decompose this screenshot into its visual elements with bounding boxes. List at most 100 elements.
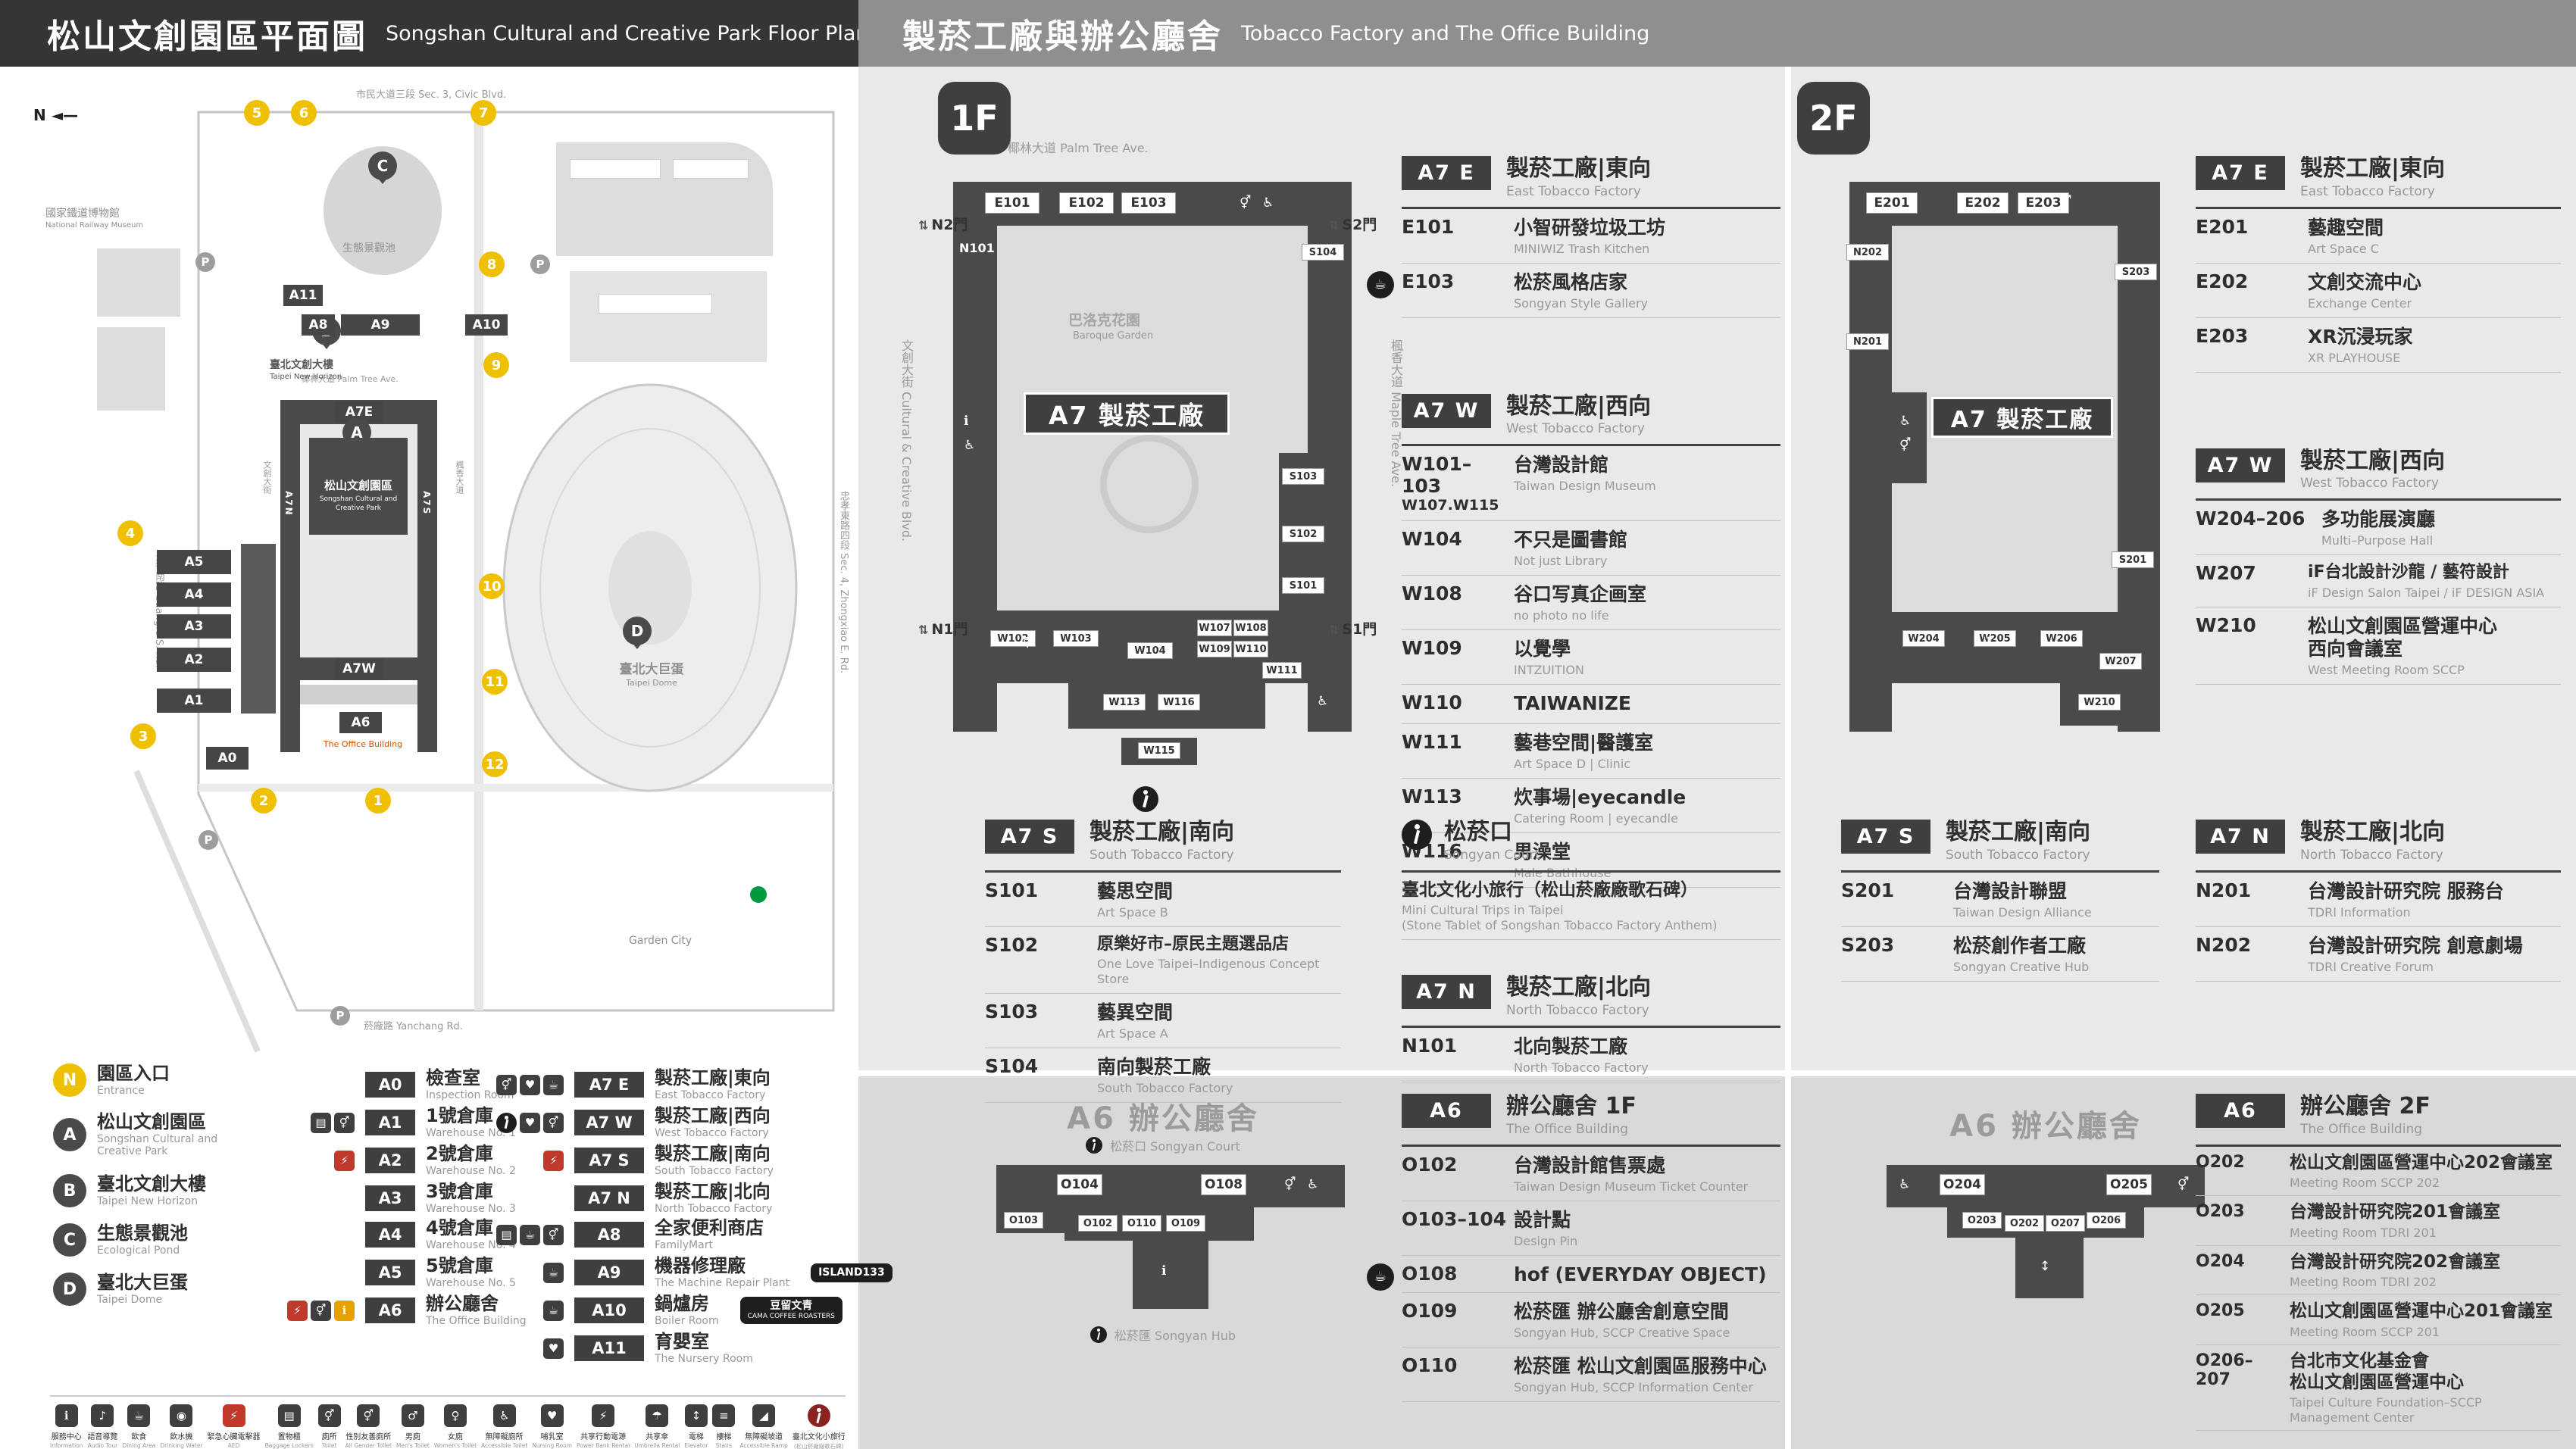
room-name-zh: 以覺學	[1514, 637, 1571, 660]
map-box-a9: A9	[341, 314, 420, 336]
accessible-icon: ♿	[1899, 1177, 1911, 1192]
dining-icon: ☕	[543, 1300, 564, 1321]
room-label-o206: O206	[2087, 1212, 2126, 1229]
gate-s1: ⇅S1門	[1329, 621, 1377, 638]
room-label-o203: O203	[1962, 1212, 2002, 1229]
lockers-icon: ▤	[311, 1112, 331, 1133]
room-name-en: West Meeting Room SCCP	[2308, 662, 2465, 677]
room-name-en: South Tobacco Factory	[1097, 1080, 1233, 1095]
room-label-e102: E102	[1059, 192, 1114, 214]
room-name-en: Songyan Creative Hub	[1953, 959, 2090, 974]
key-a7s: A7 S	[574, 1148, 644, 1174]
gate-arrows-icon: ⇅	[918, 623, 929, 637]
header-right: 製菸工廠與辦公廳舍 Tobacco Factory and The Office…	[858, 0, 2576, 67]
court-item-en: Mini Cultural Trips in Taipei(Stone Tabl…	[1402, 903, 1718, 933]
key-a0: A0	[365, 1072, 415, 1098]
listing-1f-east-west: A7 E 製菸工廠|東向 East Tobacco Factory E101 小…	[1367, 156, 1780, 888]
room-name-en: Art Space B	[1097, 904, 1168, 920]
pin-d: D	[623, 617, 652, 649]
key-a5: A5	[365, 1260, 415, 1286]
plan1-street-left: 文創大街 Cultural & Creative Blvd.	[899, 339, 914, 542]
section-a7s-1f: A7 S 製菸工廠|南向 South Tobacco Factory S101 …	[985, 820, 1341, 1103]
room-code: O103–104	[1402, 1207, 1507, 1230]
room-code: S104	[985, 1054, 1039, 1077]
court-item-zh: 臺北文化小旅行（松山菸廠廠歌石碑）	[1402, 879, 1698, 900]
room-label-w204: W204	[1902, 630, 1945, 647]
a-core-block	[309, 438, 408, 535]
room-label-w116: W116	[1158, 694, 1200, 710]
room-code: W204–206	[2196, 507, 2306, 530]
a7-factory-label-1f: A7 製菸工廠	[1024, 392, 1230, 435]
room-name-en: Art Space C	[2308, 241, 2379, 256]
floor-plan-1f: 椰林大道 Palm Tree Ave. 文創大街 Cultural & Crea…	[899, 141, 1403, 779]
room-row: ☕O108 hof (EVERYDAY OBJECT)	[1367, 1256, 1780, 1293]
aed-icon: ⚡	[222, 1404, 245, 1427]
section-a7e-2f: A7 E 製菸工廠|東向 East Tobacco Factory E201 藝…	[2196, 156, 2561, 373]
toilet-icon: ⚥	[2177, 1177, 2190, 1192]
listing-1f-south: A7 S 製菸工廠|南向 South Tobacco Factory S101 …	[985, 820, 1341, 1103]
a7-south-wing	[417, 400, 437, 752]
north-inner-block-2f	[1892, 392, 1927, 483]
parking-icon: P	[330, 1006, 350, 1026]
section-songyan-court: 松菸口 Songyan Court 臺北文化小旅行（松山菸廠廠歌石碑） Mini…	[1402, 820, 1780, 941]
cultural-trip-icon	[807, 1404, 830, 1427]
toilet-icon: ⚥	[1899, 438, 1912, 453]
toilet-icon: ⚥	[334, 1112, 355, 1133]
room-label-n201: N201	[1846, 333, 1889, 350]
area-b-icon: B	[53, 1174, 86, 1208]
room-code: O203	[2196, 1202, 2245, 1222]
umbrella-icon: ☂	[646, 1404, 669, 1427]
entrance-6: 6	[291, 100, 317, 126]
room-code: E202	[2196, 270, 2249, 292]
room-name-zh: 北向製菸工廠	[1514, 1035, 1628, 1057]
accessible-icon: ♿	[1262, 195, 1274, 211]
room-name-en: Not just Library	[1514, 553, 1608, 568]
listing-2f-east-west: A7 E 製菸工廠|東向 East Tobacco Factory E201 藝…	[2196, 156, 2561, 685]
a6-stem-2f	[2015, 1238, 2084, 1298]
entrance-2: 2	[251, 788, 277, 814]
listing-2f-north: A7 N 製菸工廠|北向 North Tobacco Factory N201 …	[2196, 820, 2561, 982]
room-label-o204: O204	[1940, 1174, 1985, 1195]
room-label-w111: W111	[1262, 662, 1302, 679]
dome-label: 臺北大巨蛋 Taipei Dome	[619, 662, 684, 689]
area-d-icon: D	[53, 1273, 86, 1307]
room-code: N201	[2196, 879, 2252, 901]
park-map: N ◄— 市民大道三段 Sec. 3, Civic Blvd. 光復南路 Gua…	[0, 67, 858, 1071]
street-guangfu: 光復南路 Guangfu S. Rd.	[153, 551, 164, 668]
room-code: E203	[2196, 324, 2249, 347]
section-tag: A7 E	[2196, 156, 2285, 190]
toilet-icon: ⚥	[1023, 635, 1035, 650]
room-label-s203: S203	[2115, 264, 2157, 280]
room-code: S203	[1841, 933, 1895, 956]
room-label-s104: S104	[1302, 244, 1344, 261]
ramp-icon: ◢	[752, 1404, 776, 1427]
listing-a6-1f: A6 辦公廳舍 1F The Office Building O102 台灣設計…	[1367, 1094, 1780, 1402]
diagonal-road	[133, 770, 261, 1053]
section-tag: A7 N	[2196, 820, 2285, 854]
listing-a6-2f: A6 辦公廳舍 2F The Office Building O202 松山文創…	[2196, 1094, 2561, 1449]
toilet-icon: ⚥	[317, 1404, 341, 1427]
key-a11: A11	[574, 1335, 644, 1362]
street-palm-ave: 椰林大道 Palm Tree Ave.	[302, 374, 399, 384]
room-name-zh: 台灣設計館售票處	[1514, 1154, 1666, 1176]
court-title-en: Songyan Court	[1444, 847, 1540, 863]
accessible-icon: ♿	[1307, 1177, 1319, 1192]
room-label-o108: O108	[1201, 1174, 1246, 1195]
street-cultural: 文創大街	[262, 461, 272, 494]
parking-icon: P	[530, 255, 550, 274]
room-name-zh: 藝巷空間|醫護室	[1514, 731, 1654, 754]
